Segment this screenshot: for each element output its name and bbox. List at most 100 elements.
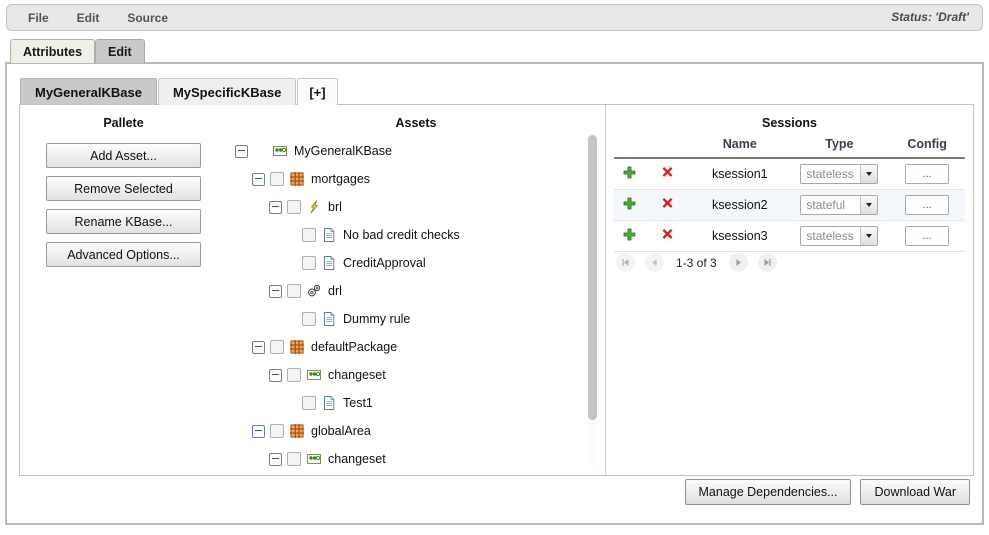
session-type-value: stateless <box>806 229 854 243</box>
kbase-tab-add[interactable]: [+] <box>297 78 338 105</box>
session-config-button[interactable]: ... <box>905 164 950 184</box>
tree-toggle-spacer <box>286 230 297 241</box>
tree-node-label: Test1 <box>343 396 373 410</box>
add-session-icon[interactable] <box>623 228 636 244</box>
delete-session-icon[interactable] <box>661 197 674 213</box>
tree-node-label: drl <box>328 284 342 298</box>
download-war-button[interactable]: Download War <box>860 479 970 505</box>
tree-node[interactable]: globalArea <box>227 417 605 445</box>
tree-toggle-spacer <box>286 398 297 409</box>
prev-page-icon[interactable] <box>645 253 664 272</box>
kbase-tab-strip: MyGeneralKBase MySpecificKBase [+] <box>20 78 339 105</box>
delete-session-icon[interactable] <box>661 166 674 182</box>
session-config-button[interactable]: ... <box>905 226 950 246</box>
add-asset-button[interactable]: Add Asset... <box>46 143 201 168</box>
tree-node[interactable]: changeset <box>227 445 605 473</box>
tree-node[interactable]: CreditApproval <box>227 249 605 277</box>
tree-node-checkbox[interactable] <box>302 256 316 270</box>
tree-node-label: changeset <box>328 452 386 466</box>
session-type-cell: stateless <box>789 220 890 252</box>
menu-item-source[interactable]: Source <box>127 10 169 25</box>
tree-node-checkbox[interactable] <box>287 452 301 466</box>
tree-node-checkbox[interactable] <box>287 368 301 382</box>
remove-selected-button[interactable]: Remove Selected <box>46 176 201 201</box>
tree-node-checkbox[interactable] <box>302 396 316 410</box>
menu-item-edit[interactable]: Edit <box>76 10 100 25</box>
sessions-header-row: Name Type Config <box>614 133 965 159</box>
first-page-icon[interactable] <box>616 253 635 272</box>
brl-icon <box>306 199 322 215</box>
chevron-down-icon[interactable] <box>860 165 878 183</box>
tree-node-checkbox[interactable] <box>270 172 284 186</box>
collapse-icon[interactable] <box>235 144 248 158</box>
rename-kbase-button[interactable]: Rename KBase... <box>46 209 201 234</box>
assets-title: Assets <box>395 116 437 130</box>
tree-node[interactable]: brl <box>227 193 605 221</box>
tab-edit[interactable]: Edit <box>95 39 145 63</box>
tree-node[interactable]: MyGeneralKBase <box>227 137 605 165</box>
collapse-icon[interactable] <box>252 424 265 438</box>
menu-item-file[interactable]: File <box>28 10 49 25</box>
gears-icon <box>306 283 322 299</box>
tree-node-checkbox[interactable] <box>270 340 284 354</box>
tree-node-checkbox[interactable] <box>302 228 316 242</box>
tree-node[interactable]: mortgages <box>227 165 605 193</box>
collapse-icon[interactable] <box>269 200 282 214</box>
assets-scrollbar-thumb[interactable] <box>588 135 597 420</box>
next-page-icon[interactable] <box>728 253 748 272</box>
manage-dependencies-button[interactable]: Manage Dependencies... <box>684 479 852 505</box>
tree-node[interactable]: Test1 <box>227 389 605 417</box>
chevron-down-icon[interactable] <box>860 227 878 245</box>
changeset-icon <box>272 143 288 159</box>
pallete-buttons: Add Asset... Remove Selected Rename KBas… <box>20 143 227 267</box>
tree-node-checkbox[interactable] <box>287 200 301 214</box>
tree-node[interactable]: defaultPackage <box>227 333 605 361</box>
tree-node-label: brl <box>328 200 342 214</box>
col-config: Config <box>889 133 965 159</box>
document-icon <box>321 395 337 411</box>
add-session-icon[interactable] <box>623 197 636 213</box>
collapse-icon[interactable] <box>252 172 265 186</box>
session-type-select[interactable]: stateless <box>800 164 879 184</box>
delete-session-icon[interactable] <box>661 228 674 244</box>
chevron-down-icon[interactable] <box>860 196 878 214</box>
tree-node-checkbox[interactable] <box>287 284 301 298</box>
outer-tab-strip: Attributes Edit <box>10 38 145 63</box>
session-config-button[interactable]: ... <box>905 195 950 215</box>
add-session-icon[interactable] <box>623 166 636 182</box>
tree-toggle-spacer <box>286 314 297 325</box>
tree-node[interactable]: changeset <box>227 361 605 389</box>
assets-scrollbar[interactable] <box>588 133 597 467</box>
status-label: Status: 'Draft' <box>891 10 969 24</box>
collapse-icon[interactable] <box>269 452 282 466</box>
kbase-tab-mygeneralkbase[interactable]: MyGeneralKBase <box>20 78 157 105</box>
package-icon <box>289 423 305 439</box>
advanced-options-button[interactable]: Advanced Options... <box>46 242 201 267</box>
tree-node-checkbox[interactable] <box>302 312 316 326</box>
tree-node-label: globalArea <box>311 424 371 438</box>
collapse-icon[interactable] <box>252 340 265 354</box>
kbase-tab-myspecifickbase[interactable]: MySpecificKBase <box>157 78 297 105</box>
changeset-icon <box>306 451 322 467</box>
tree-node-label: mortgages <box>311 172 371 186</box>
session-type-select[interactable]: stateless <box>800 226 879 246</box>
sessions-title: Sessions <box>762 116 817 130</box>
collapse-icon[interactable] <box>269 284 282 298</box>
tab-attributes[interactable]: Attributes <box>10 39 96 63</box>
last-page-icon[interactable] <box>757 253 777 272</box>
assets-column: Assets MyGeneralKBase mortgages brl No bad … <box>227 105 606 475</box>
tree-node[interactable]: No bad credit checks <box>227 221 605 249</box>
package-icon <box>289 171 305 187</box>
session-config-cell: ... <box>889 189 965 221</box>
package-icon <box>289 339 305 355</box>
tree-node[interactable]: drl <box>227 277 605 305</box>
collapse-icon[interactable] <box>269 368 282 382</box>
tree-node-label: defaultPackage <box>311 340 398 354</box>
tree-node[interactable]: Dummy rule <box>227 305 605 333</box>
session-type-select[interactable]: stateful <box>800 195 879 215</box>
tree-node-checkbox[interactable] <box>270 424 284 438</box>
